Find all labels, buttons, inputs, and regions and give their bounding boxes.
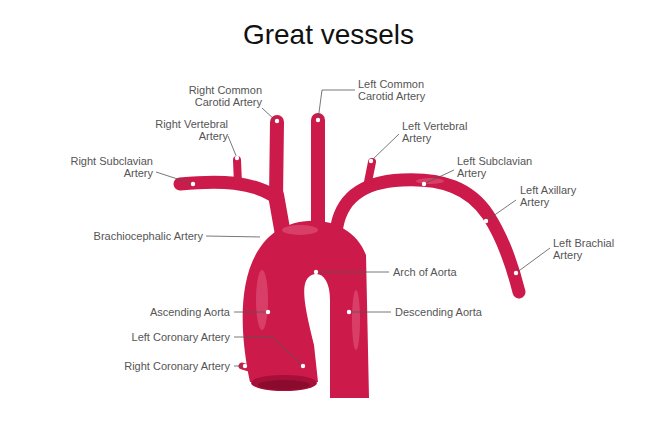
vessel-label: Right Subclavian Artery	[63, 155, 153, 179]
vessel-label-text: Right Vertebral Artery	[155, 118, 228, 142]
leader-lines	[156, 90, 550, 366]
vessel-label: Left Brachial Artery	[553, 237, 643, 261]
vessel-label: Arch of Aorta	[393, 266, 513, 278]
vessel-label-text: Right Subclavian Artery	[70, 155, 153, 179]
vessel-label: Right Vertebral Artery	[148, 118, 228, 142]
vessel-label-text: Right Common Carotid Artery	[189, 84, 262, 108]
vessel-label-text: Left Subclavian Artery	[457, 155, 532, 179]
vessel-label: Left Common Carotid Artery	[358, 78, 443, 102]
vessel-label: Right Coronary Artery	[80, 360, 230, 372]
vessel-label: Left Coronary Artery	[80, 331, 230, 343]
vessel-label: Left Axillary Artery	[520, 184, 600, 208]
highlights	[256, 178, 444, 350]
vessel-label-text: Ascending Aorta	[150, 306, 230, 318]
vessel-label-text: Left Axillary Artery	[520, 184, 576, 208]
vessel-label: Right Common Carotid Artery	[172, 84, 262, 108]
vessel-label-text: Brachiocephalic Artery	[94, 230, 203, 242]
vessel-label-text: Left Common Carotid Artery	[358, 78, 425, 102]
vessel-label-text: Descending Aorta	[395, 306, 482, 318]
vessel-label: Left Subclavian Artery	[457, 155, 547, 179]
vessel-label: Brachiocephalic Artery	[53, 230, 203, 242]
vessel-label-text: Right Coronary Artery	[124, 360, 230, 372]
diagram-title: Great vessels	[0, 18, 657, 52]
vessel-label: Ascending Aorta	[110, 306, 230, 318]
vessel-label-text: Left Brachial Artery	[553, 237, 614, 261]
vessel-label-text: Left Coronary Artery	[132, 331, 230, 343]
vessel-label-text: Arch of Aorta	[393, 266, 457, 278]
aortic-opening	[251, 375, 317, 391]
vessel-label: Descending Aorta	[395, 306, 515, 318]
aorta-body	[243, 221, 369, 398]
aortic-lumen	[258, 380, 310, 390]
vessel-label: Left Vertebral Artery	[402, 120, 482, 144]
vessel-label-text: Left Vertebral Artery	[402, 120, 467, 144]
